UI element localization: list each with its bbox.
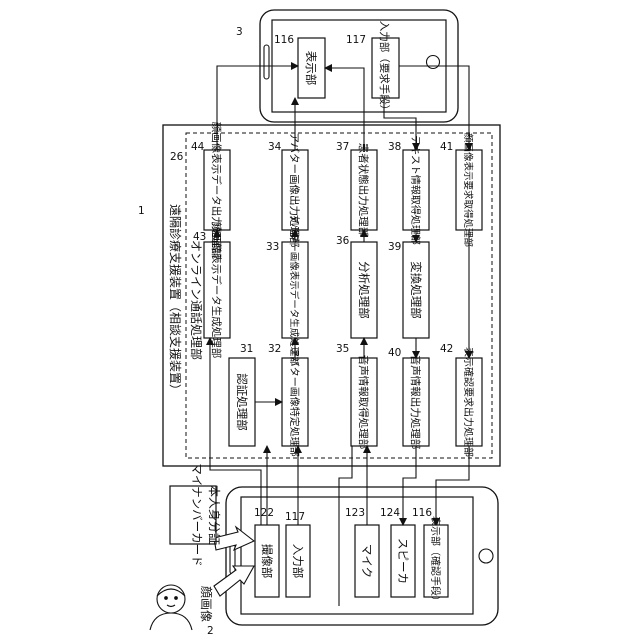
ref-42: 42: [440, 343, 453, 355]
t2-mic-text: マイク: [360, 544, 374, 578]
ref-t2-camera: 122: [254, 507, 274, 519]
t2-speaker-text: スピーカ: [396, 538, 410, 584]
system-name: 遠隔診療支援装置（相談支援装置）: [168, 204, 183, 396]
ref-t3-input: 117: [346, 34, 366, 46]
block-40-text: 音声情報出力処理部: [409, 355, 422, 450]
ref-36: 36: [336, 235, 350, 247]
terminal-3-speaker-slot: [264, 45, 269, 79]
ref-t2-speaker: 124: [380, 507, 400, 519]
block-42-text: 表示確認要求出力処理部: [462, 347, 475, 457]
ref-43: 43: [193, 231, 206, 243]
ref-32: 32: [268, 343, 281, 355]
ref-38: 38: [388, 141, 401, 153]
block-36-text: 分析処理部: [357, 261, 371, 319]
call-unit-name: オンライン通話処理部: [189, 240, 204, 360]
block-38-text: テキスト情報取得処理部: [409, 135, 422, 245]
ref-call-unit: 26: [170, 151, 184, 163]
ref-t2-input: 117: [285, 511, 305, 523]
ref-terminal-3: 3: [236, 26, 243, 38]
ref-t3-display: 116: [274, 34, 294, 46]
patient-person-icon: [150, 585, 192, 630]
ref-39: 39: [388, 241, 401, 253]
block-43-text: 顔画像表示データ生成処理部: [210, 222, 223, 359]
block-33-text: アバター画像表示データ生成処理部: [288, 214, 300, 366]
ref-35: 35: [336, 343, 349, 355]
my-number-card-label: マイナンバーカード: [190, 463, 204, 566]
ref-37: 37: [336, 141, 349, 153]
t2-display-text: 表示部（確認手段）: [429, 516, 442, 606]
block-32-text: アバター画像特定処理部: [288, 347, 301, 457]
t2-input-text: 入力部: [291, 544, 305, 579]
t2-camera-text: 撮像部: [260, 544, 274, 579]
block-39-text: 変換処理部: [409, 261, 423, 319]
block-37-text: 患者状態出力処理部: [357, 143, 370, 238]
block-35-text: 音声情報取得処理部: [357, 355, 370, 450]
ref-t2-display: 116: [412, 507, 432, 519]
id-verification-label: 本人身分証: [207, 485, 222, 545]
t3-display-text: 表示部: [304, 51, 318, 86]
ref-31: 31: [240, 343, 253, 355]
ref-41: 41: [440, 141, 453, 153]
ref-44: 44: [191, 141, 205, 153]
ref-system: 1: [138, 205, 145, 217]
block-31-text: 認証処理部: [235, 373, 249, 431]
ref-terminal-2: 2: [207, 625, 214, 637]
ref-33: 33: [266, 241, 279, 253]
ref-40: 40: [388, 347, 401, 359]
terminal-2-home-button: [479, 549, 493, 563]
t3-input-text: 入力部（要求手段）: [378, 21, 391, 116]
block-41-text: 顔画像表示要求取得処理部: [462, 133, 474, 247]
ref-t2-mic: 123: [345, 507, 365, 519]
ref-34: 34: [268, 141, 282, 153]
face-image-label: 顔画像: [199, 586, 214, 622]
